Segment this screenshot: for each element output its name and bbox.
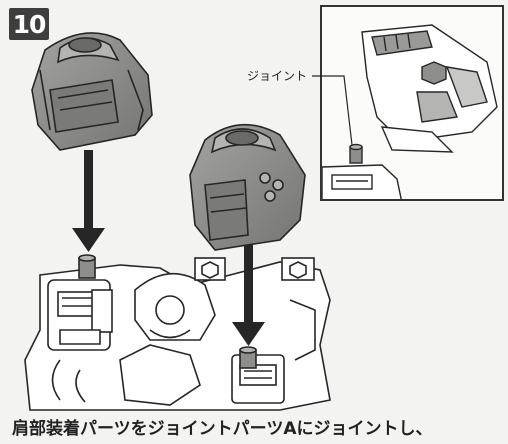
step-number-badge: 10 xyxy=(9,8,49,40)
inset-illustration xyxy=(322,24,498,199)
robot-body xyxy=(24,257,331,411)
instruction-text: 肩部装着パーツをジョイントパーツAにジョイントし、 xyxy=(12,419,433,439)
detail-inset xyxy=(320,5,504,201)
joint-post-left xyxy=(78,254,96,279)
down-arrow-icon xyxy=(232,245,265,346)
shoulder-armor-part-left xyxy=(31,32,153,151)
down-arrow-icon xyxy=(72,150,105,252)
shoulder-armor-part-right xyxy=(189,123,306,251)
step-number: 10 xyxy=(12,9,47,39)
joint-post-right xyxy=(239,346,257,369)
joint-callout-label: ジョイント xyxy=(247,69,308,83)
